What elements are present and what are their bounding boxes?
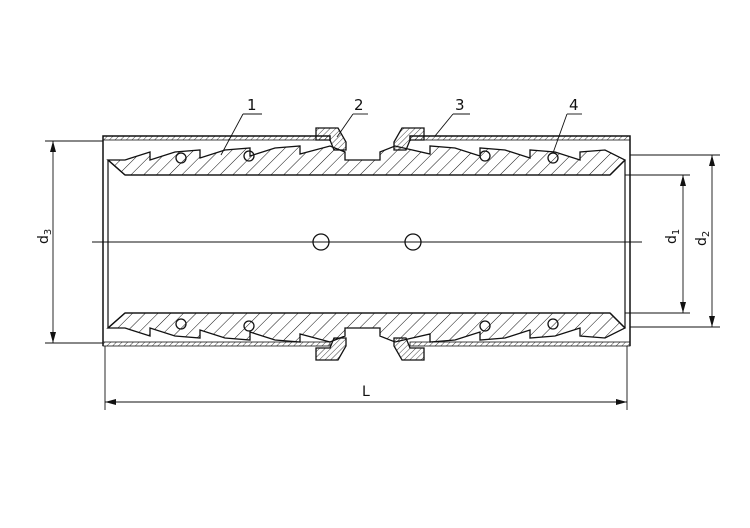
inspection-hole-right bbox=[404, 233, 422, 251]
o-ring bbox=[479, 320, 491, 332]
callout-3: 3 bbox=[434, 96, 470, 137]
callout-label-2: 2 bbox=[354, 96, 364, 114]
callout-2: 2 bbox=[336, 96, 368, 138]
outer-sleeve-top-wall bbox=[102, 135, 331, 141]
d2-subscript: 2 bbox=[701, 231, 712, 237]
o-ring bbox=[175, 152, 187, 164]
seal-bottom-left bbox=[315, 337, 347, 361]
body-inner-edge bbox=[107, 160, 626, 328]
outer-sleeve-top-wall-right bbox=[409, 135, 631, 141]
o-ring bbox=[479, 150, 491, 162]
bore-lines bbox=[107, 159, 626, 329]
callout-1: 1 bbox=[220, 96, 262, 156]
dimension-d2: d2 bbox=[630, 154, 720, 328]
body-top-section bbox=[106, 145, 627, 176]
d3-symbol: d bbox=[36, 235, 52, 244]
svg-text:d1: d1 bbox=[664, 229, 682, 244]
dimension-d3: d3 bbox=[36, 140, 103, 344]
d3-subscript: 3 bbox=[43, 229, 54, 235]
inspection-hole-left bbox=[312, 233, 330, 251]
dimension-d1: d1 bbox=[625, 174, 690, 314]
callout-4: 4 bbox=[552, 96, 582, 154]
outer-sleeve-bottom-wall-right bbox=[409, 341, 631, 347]
callout-label-3: 3 bbox=[455, 96, 465, 114]
o-ring bbox=[175, 318, 187, 330]
length-label: L bbox=[362, 384, 370, 400]
dimension-length: L bbox=[104, 346, 628, 410]
seal-bottom-right bbox=[393, 337, 425, 361]
d1-subscript: 1 bbox=[671, 229, 682, 235]
seal-top-left bbox=[315, 127, 347, 151]
d1-symbol: d bbox=[664, 235, 680, 244]
svg-text:d3: d3 bbox=[36, 229, 54, 244]
o-ring bbox=[243, 150, 255, 162]
callout-label-4: 4 bbox=[569, 96, 579, 114]
outer-sleeve-bottom-wall bbox=[102, 341, 331, 347]
o-ring bbox=[547, 318, 559, 330]
body-bottom-section bbox=[106, 312, 627, 343]
svg-text:d2: d2 bbox=[694, 231, 712, 246]
o-ring bbox=[243, 320, 255, 332]
callout-label-1: 1 bbox=[247, 96, 257, 114]
d2-symbol: d bbox=[694, 237, 710, 246]
seal-top-right bbox=[393, 127, 425, 151]
